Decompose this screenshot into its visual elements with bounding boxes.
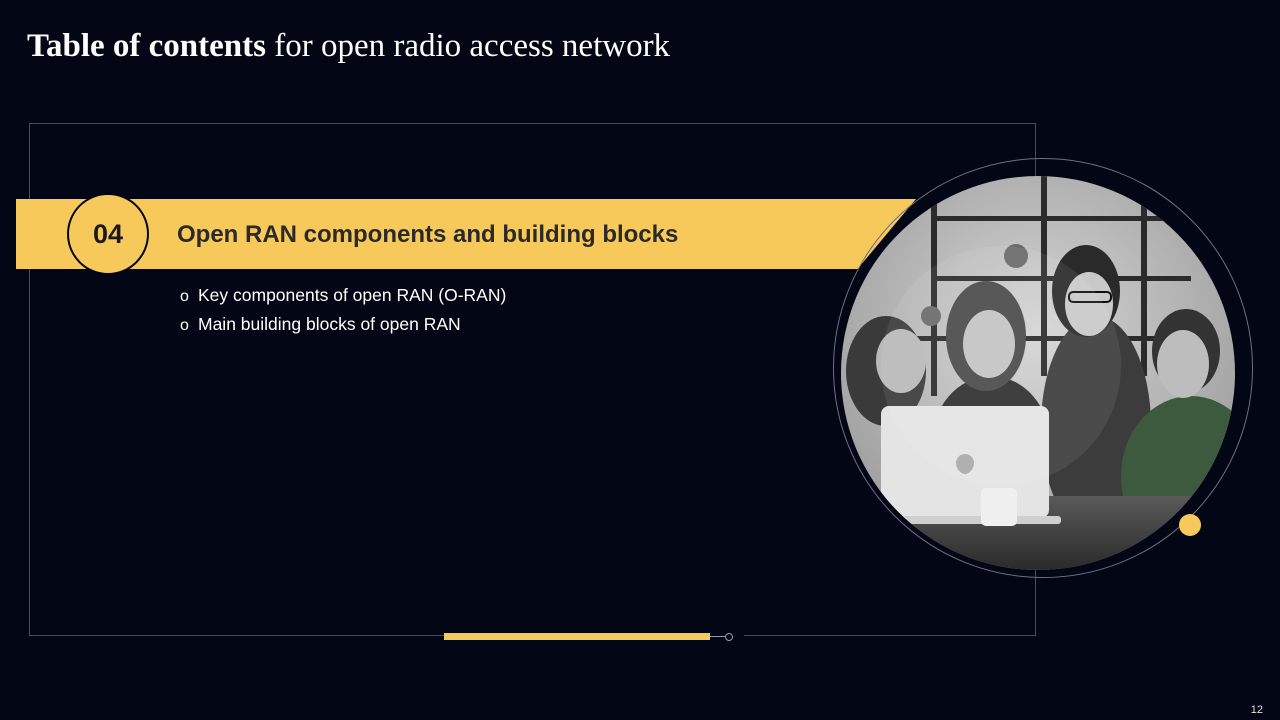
list-item-text: Main building blocks of open RAN bbox=[198, 314, 461, 334]
section-number-badge: 04 bbox=[67, 193, 149, 275]
team-laptop-photo bbox=[841, 176, 1235, 570]
bullet-icon: o bbox=[180, 288, 189, 305]
photo-illustration bbox=[841, 176, 1235, 570]
slide-title: Table of contents for open radio access … bbox=[27, 24, 670, 68]
list-item[interactable]: o Main building blocks of open RAN bbox=[180, 312, 506, 341]
list-item-text: Key components of open RAN (O-RAN) bbox=[198, 285, 507, 305]
bottom-accent-bar bbox=[444, 633, 710, 640]
accent-dot bbox=[1179, 514, 1201, 536]
title-rest: for open radio access network bbox=[274, 28, 671, 64]
bullet-icon: o bbox=[180, 317, 189, 334]
page-number: 12 bbox=[1250, 704, 1263, 716]
section-title[interactable]: Open RAN components and building blocks bbox=[177, 221, 679, 248]
list-item[interactable]: o Key components of open RAN (O-RAN) bbox=[180, 283, 506, 312]
section-banner bbox=[16, 199, 916, 269]
photo-outer-ring bbox=[833, 158, 1253, 578]
bottom-connector-dot bbox=[725, 633, 733, 641]
bottom-connector-line bbox=[710, 636, 726, 637]
title-bold: Table of contents bbox=[27, 28, 266, 64]
